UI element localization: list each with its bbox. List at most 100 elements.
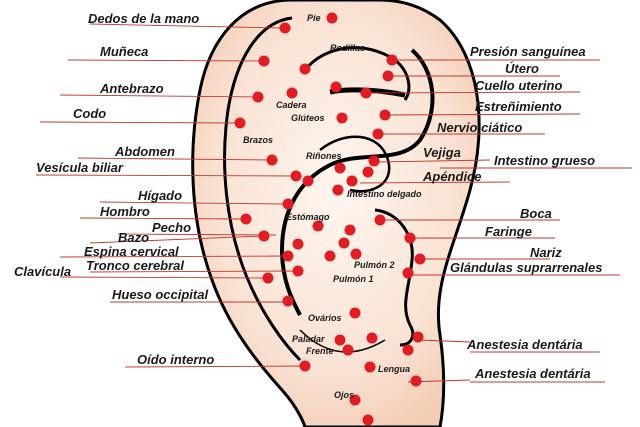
point — [412, 331, 424, 343]
point — [410, 375, 422, 387]
label-muneca: Muñeca — [100, 44, 148, 59]
label-pulmon-1: Pulmón 1 — [333, 274, 374, 284]
point — [336, 112, 348, 124]
label-presion-sanguinea: Presión sanguínea — [470, 44, 586, 59]
point — [312, 220, 324, 232]
leader-line — [99, 201, 289, 205]
leader-line — [417, 339, 471, 343]
point — [240, 213, 252, 225]
label-estomago: Estómago — [286, 212, 330, 222]
label-antebrazo: Antebrazo — [99, 81, 164, 96]
label-pie: Pie — [307, 13, 321, 23]
label-codo: Codo — [73, 106, 106, 121]
leader-line — [59, 94, 258, 98]
label-nariz: Nariz — [530, 245, 562, 260]
label-dedos-de-la-mano: Dedos de la mano — [88, 11, 199, 26]
leader-line — [67, 59, 265, 62]
points — [234, 12, 426, 426]
point — [299, 63, 311, 75]
point — [364, 361, 376, 373]
leader-line — [359, 181, 511, 184]
leader-line — [89, 270, 299, 273]
leader-line — [124, 365, 306, 368]
point — [290, 170, 302, 182]
point — [334, 334, 346, 346]
point — [374, 214, 386, 226]
label-anestesia-dentaria-2: Anestesia dentária — [474, 366, 591, 381]
label-brazos: Brazos — [243, 135, 273, 145]
leader-line — [374, 159, 491, 163]
ear-antihelix — [279, 48, 435, 316]
point — [362, 166, 374, 178]
label-intestino-delgado: Intestino delgado — [347, 189, 422, 199]
point — [338, 237, 350, 249]
point — [349, 307, 361, 319]
leader-line — [89, 23, 283, 29]
point — [344, 224, 356, 236]
point — [332, 184, 344, 196]
label-hombro: Hombro — [100, 204, 150, 219]
label-vejiga: Vejiga — [423, 145, 461, 160]
point — [334, 162, 346, 174]
point — [282, 198, 294, 210]
label-frente: Frente — [306, 346, 334, 356]
ear-tragus — [374, 208, 415, 347]
leader-line — [39, 121, 241, 124]
point — [302, 175, 314, 187]
ear-concha-rim — [319, 135, 391, 193]
point — [324, 250, 336, 262]
point — [258, 230, 270, 242]
label-anestesia-dentaria-1: Anestesia dentária — [466, 337, 583, 352]
label-faringe: Faringe — [485, 224, 532, 239]
leader-lines — [35, 23, 632, 383]
point — [252, 91, 264, 103]
label-rinones: Riñones — [306, 151, 342, 161]
point — [386, 54, 398, 66]
label-pulmon-2: Pulmón 2 — [354, 260, 395, 270]
point — [366, 332, 378, 344]
point — [282, 295, 294, 307]
point — [368, 155, 380, 167]
point — [350, 248, 362, 260]
leader-line — [59, 276, 269, 279]
point — [404, 232, 416, 244]
labels-left: Dedos de la mano Muñeca Antebrazo Codo A… — [14, 11, 214, 367]
point — [292, 238, 304, 250]
ear-shape — [191, 0, 481, 427]
leader-line — [384, 113, 581, 116]
label-ojos: Ojos — [334, 390, 354, 400]
leader-line — [369, 91, 581, 94]
leader-line — [89, 235, 265, 244]
point — [330, 81, 342, 93]
label-apendice: Apéndice — [422, 169, 482, 184]
label-abdomen: Abdomen — [114, 144, 175, 159]
label-paladar: Paladar — [292, 334, 325, 344]
labels-inner: Pie Rodillas Cadera Glúteos Brazos Riñon… — [243, 13, 422, 400]
point — [402, 267, 414, 279]
point — [292, 265, 304, 277]
label-hueso-occipital: Hueso occipital — [112, 287, 208, 302]
point — [286, 87, 298, 99]
label-clavicula: Clavícula — [14, 264, 71, 279]
leader-line — [59, 255, 289, 258]
label-espina-cervical: Espina cervical — [84, 244, 179, 259]
label-glandulas-suprarrenales: Glándulas suprarrenales — [450, 260, 602, 275]
label-pecho: Pecho — [152, 220, 191, 235]
point — [360, 87, 372, 99]
label-cuello-uterino: Cuello uterino — [475, 78, 562, 93]
point — [258, 55, 270, 67]
point — [326, 12, 338, 24]
labels-right: Presión sanguínea Útero Cuello uterino E… — [422, 44, 602, 381]
leader-line — [117, 233, 277, 236]
point — [382, 70, 394, 82]
label-oido-interno: Oído interno — [137, 352, 214, 367]
label-higado: Hígado — [138, 188, 182, 203]
label-estrenimiento: Estreñimiento — [475, 99, 562, 114]
label-cadera: Cadera — [276, 100, 307, 110]
point — [266, 154, 278, 166]
leader-line — [79, 217, 247, 220]
label-bazo: Bazo — [118, 230, 149, 245]
point — [346, 175, 358, 187]
label-intestino-grueso: Intestino grueso — [494, 153, 595, 168]
